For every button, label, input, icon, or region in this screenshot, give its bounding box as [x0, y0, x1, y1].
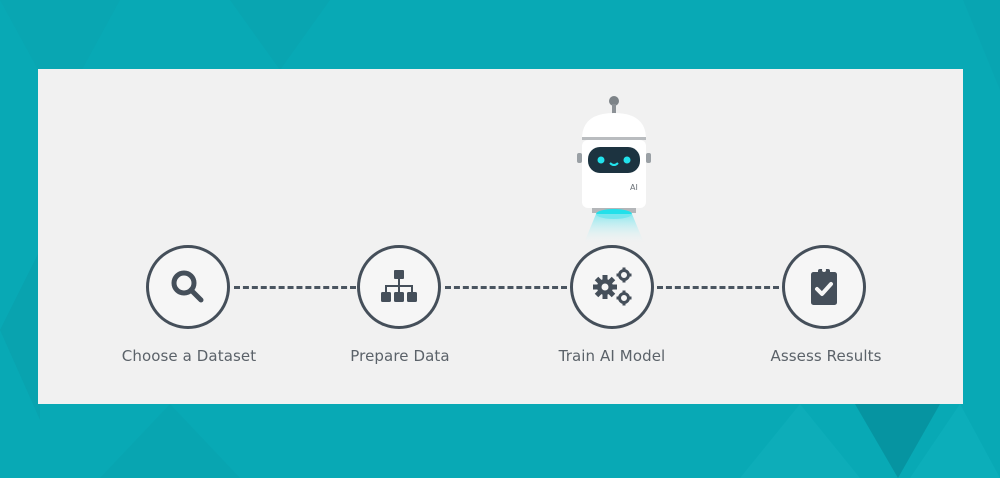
gears-icon	[593, 267, 632, 306]
hierarchy-icon	[381, 270, 417, 302]
connector-3-4	[657, 286, 779, 289]
robot-badge: AI	[630, 183, 638, 192]
clipboard-check-icon	[811, 268, 837, 305]
step-train-ai-model[interactable]	[570, 245, 654, 329]
step-label-assess-results: Assess Results	[770, 347, 882, 365]
connector-2-3	[445, 286, 567, 289]
step-label-choose-dataset: Choose a Dataset	[121, 347, 257, 365]
step-label-train-ai-model: Train AI Model	[558, 347, 666, 365]
connector-1-2	[234, 286, 356, 289]
step-assess-results[interactable]	[782, 245, 866, 329]
robot-icon: AI	[577, 96, 651, 243]
step-prepare-data[interactable]	[357, 245, 441, 329]
workflow-panel	[38, 69, 963, 404]
search-icon	[171, 270, 204, 303]
step-label-prepare-data: Prepare Data	[350, 347, 450, 365]
step-choose-dataset[interactable]	[146, 245, 230, 329]
